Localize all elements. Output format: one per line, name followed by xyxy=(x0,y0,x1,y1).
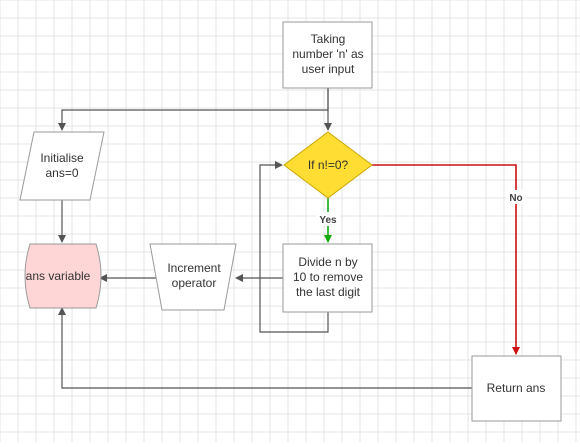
divide-line-2: 10 to remove xyxy=(293,270,363,284)
no-label: No xyxy=(509,193,522,204)
increment-line-2: operator xyxy=(172,276,217,290)
ans-variable-storage[interactable]: ans variable xyxy=(24,243,102,309)
input-process-box[interactable]: Taking number 'n' as user input xyxy=(282,21,373,89)
yes-label: Yes xyxy=(319,215,337,226)
init-line-2: ans=0 xyxy=(45,166,78,180)
edge-return-to-store xyxy=(58,307,472,389)
no-label-bg xyxy=(506,190,526,204)
init-io-parallelogram[interactable]: Initialise ans=0 xyxy=(19,131,105,201)
return-text: Return ans xyxy=(487,381,546,395)
store-text: ans variable xyxy=(26,269,91,283)
decision-text: If n!=0? xyxy=(308,158,349,172)
divide-line-1: Divide n by xyxy=(298,255,357,269)
increment-operator-trapezoid[interactable]: Increment operator xyxy=(149,243,237,311)
edge-decision-to-return-no xyxy=(372,164,520,355)
divide-process-box[interactable]: Divide n by 10 to remove the last digit xyxy=(282,243,373,313)
return-ans-box[interactable]: Return ans xyxy=(471,355,562,422)
input-line-1: Taking xyxy=(311,32,346,46)
divide-line-3: the last digit xyxy=(296,285,361,299)
yes-label-bg xyxy=(316,212,340,226)
input-line-2: number 'n' as xyxy=(292,47,363,61)
input-line-3: user input xyxy=(302,62,355,76)
init-line-1: Initialise xyxy=(40,151,84,165)
increment-line-1: Increment xyxy=(167,261,221,275)
edge-input-to-init xyxy=(58,88,329,131)
edge-divide-loop-back xyxy=(259,161,329,333)
decision-diamond[interactable]: If n!=0? xyxy=(283,131,373,199)
